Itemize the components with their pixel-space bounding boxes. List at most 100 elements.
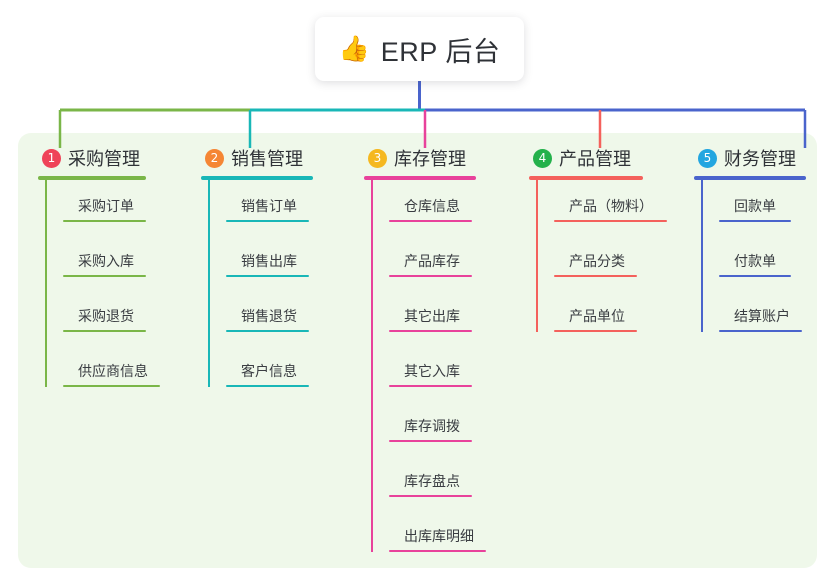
leaf-item-label: 客户信息 — [241, 363, 297, 379]
branch-header-rule-4 — [529, 176, 643, 180]
leaf-item[interactable]: 付款单 — [712, 235, 806, 290]
branch-title-3: 库存管理 — [394, 149, 466, 169]
leaf-item-rule — [554, 330, 637, 332]
leaf-item-rule — [389, 275, 472, 277]
branch-badge-5: 5 — [698, 148, 717, 168]
leaf-item-label: 其它入库 — [404, 363, 460, 379]
root-node-label: ERP 后台 — [380, 36, 501, 67]
branch-badge-4: 4 — [533, 148, 552, 168]
leaf-item-label: 销售订单 — [241, 198, 297, 214]
root-node[interactable]: 👍 ERP 后台 — [315, 17, 524, 81]
leaf-item[interactable]: 产品分类 — [547, 235, 643, 290]
leaf-item[interactable]: 销售出库 — [219, 235, 313, 290]
branch-items-1: 采购订单采购入库采购退货供应商信息 — [38, 180, 160, 400]
leaf-item-label: 销售退货 — [241, 308, 297, 324]
branch-header-3[interactable]: 3 库存管理 — [364, 146, 476, 170]
leaf-item-label: 库存盘点 — [404, 473, 460, 489]
leaf-item-rule — [226, 330, 309, 332]
leaf-item[interactable]: 供应商信息 — [56, 345, 160, 400]
leaf-item-label: 产品分类 — [569, 253, 625, 269]
leaf-item[interactable]: 仓库信息 — [382, 180, 476, 235]
leaf-item-rule — [719, 275, 791, 277]
leaf-item-rule — [719, 330, 802, 332]
leaf-item-label: 采购入库 — [78, 253, 134, 269]
leaf-item-label: 供应商信息 — [78, 363, 148, 379]
branch-column-5: 5 财务管理回款单付款单结算账户 — [694, 146, 806, 345]
leaf-item[interactable]: 销售退货 — [219, 290, 313, 345]
thumbs-up-icon: 👍 — [338, 34, 370, 63]
leaf-item-rule — [389, 495, 472, 497]
leaf-item-label: 回款单 — [734, 198, 776, 214]
leaf-item[interactable]: 库存调拨 — [382, 400, 476, 455]
branch-title-4: 产品管理 — [559, 149, 631, 169]
leaf-item-rule — [554, 275, 637, 277]
branch-badge-2: 2 — [205, 148, 224, 168]
leaf-item[interactable]: 库存盘点 — [382, 455, 476, 510]
leaf-item-rule — [554, 220, 667, 222]
leaf-item[interactable]: 产品库存 — [382, 235, 476, 290]
leaf-item-rule — [389, 220, 472, 222]
leaf-item-label: 结算账户 — [734, 308, 790, 324]
leaf-item[interactable]: 销售订单 — [219, 180, 313, 235]
branch-header-5[interactable]: 5 财务管理 — [694, 146, 806, 170]
branch-header-rule-1 — [38, 176, 146, 180]
leaf-item-rule — [226, 220, 309, 222]
leaf-item-rule — [63, 275, 146, 277]
leaf-item-rule — [389, 550, 486, 552]
leaf-item-label: 出库库明细 — [404, 528, 474, 544]
leaf-item-rule — [226, 275, 309, 277]
leaf-item[interactable]: 结算账户 — [712, 290, 806, 345]
branch-items-5: 回款单付款单结算账户 — [694, 180, 806, 345]
leaf-item[interactable]: 采购入库 — [56, 235, 146, 290]
leaf-item-rule — [63, 220, 146, 222]
branch-trunk-5 — [701, 180, 703, 332]
branch-items-2: 销售订单销售出库销售退货客户信息 — [201, 180, 313, 400]
branch-trunk-4 — [536, 180, 538, 332]
branch-trunk-1 — [45, 180, 47, 387]
leaf-item-label: 其它出库 — [404, 308, 460, 324]
leaf-item-label: 产品单位 — [569, 308, 625, 324]
leaf-item-label: 仓库信息 — [404, 198, 460, 214]
leaf-item-label: 销售出库 — [241, 253, 297, 269]
branch-items-4: 产品（物料） 产品分类产品单位 — [529, 180, 667, 345]
leaf-item[interactable]: 客户信息 — [219, 345, 313, 400]
branch-column-2: 2 销售管理销售订单销售出库销售退货客户信息 — [201, 146, 313, 400]
leaf-item-rule — [719, 220, 791, 222]
leaf-item-rule — [63, 385, 160, 387]
branch-header-1[interactable]: 1 采购管理 — [38, 146, 146, 170]
leaf-item-label: 采购退货 — [78, 308, 134, 324]
leaf-item-label: 产品（物料） — [569, 198, 653, 214]
branch-header-rule-5 — [694, 176, 806, 180]
branch-title-5: 财务管理 — [724, 149, 796, 169]
branch-title-1: 采购管理 — [68, 149, 140, 169]
branch-badge-3: 3 — [368, 148, 387, 168]
leaf-item[interactable]: 回款单 — [712, 180, 806, 235]
leaf-item-label: 库存调拨 — [404, 418, 460, 434]
leaf-item[interactable]: 产品单位 — [547, 290, 643, 345]
leaf-item-label: 产品库存 — [404, 253, 460, 269]
branch-badge-1: 1 — [42, 148, 61, 168]
leaf-item-rule — [389, 440, 472, 442]
leaf-item[interactable]: 其它入库 — [382, 345, 476, 400]
leaf-item[interactable]: 其它出库 — [382, 290, 476, 345]
branch-column-3: 3 库存管理仓库信息产品库存其它出库其它入库库存调拨库存盘点出库库明细 — [364, 146, 486, 565]
leaf-item[interactable]: 出库库明细 — [382, 510, 486, 565]
leaf-item[interactable]: 采购退货 — [56, 290, 146, 345]
leaf-item-rule — [63, 330, 146, 332]
leaf-item[interactable]: 产品（物料） — [547, 180, 667, 235]
branch-column-1: 1 采购管理采购订单采购入库采购退货供应商信息 — [38, 146, 160, 400]
branch-title-2: 销售管理 — [231, 149, 303, 169]
branch-items-3: 仓库信息产品库存其它出库其它入库库存调拨库存盘点出库库明细 — [364, 180, 486, 565]
branch-trunk-2 — [208, 180, 210, 387]
branch-header-2[interactable]: 2 销售管理 — [201, 146, 313, 170]
branch-header-rule-2 — [201, 176, 313, 180]
branch-header-rule-3 — [364, 176, 476, 180]
leaf-item[interactable]: 采购订单 — [56, 180, 146, 235]
branch-trunk-3 — [371, 180, 373, 552]
branch-column-4: 4 产品管理产品（物料） 产品分类产品单位 — [529, 146, 667, 345]
branch-header-4[interactable]: 4 产品管理 — [529, 146, 643, 170]
leaf-item-rule — [389, 330, 472, 332]
leaf-item-rule — [389, 385, 472, 387]
leaf-item-rule — [226, 385, 309, 387]
